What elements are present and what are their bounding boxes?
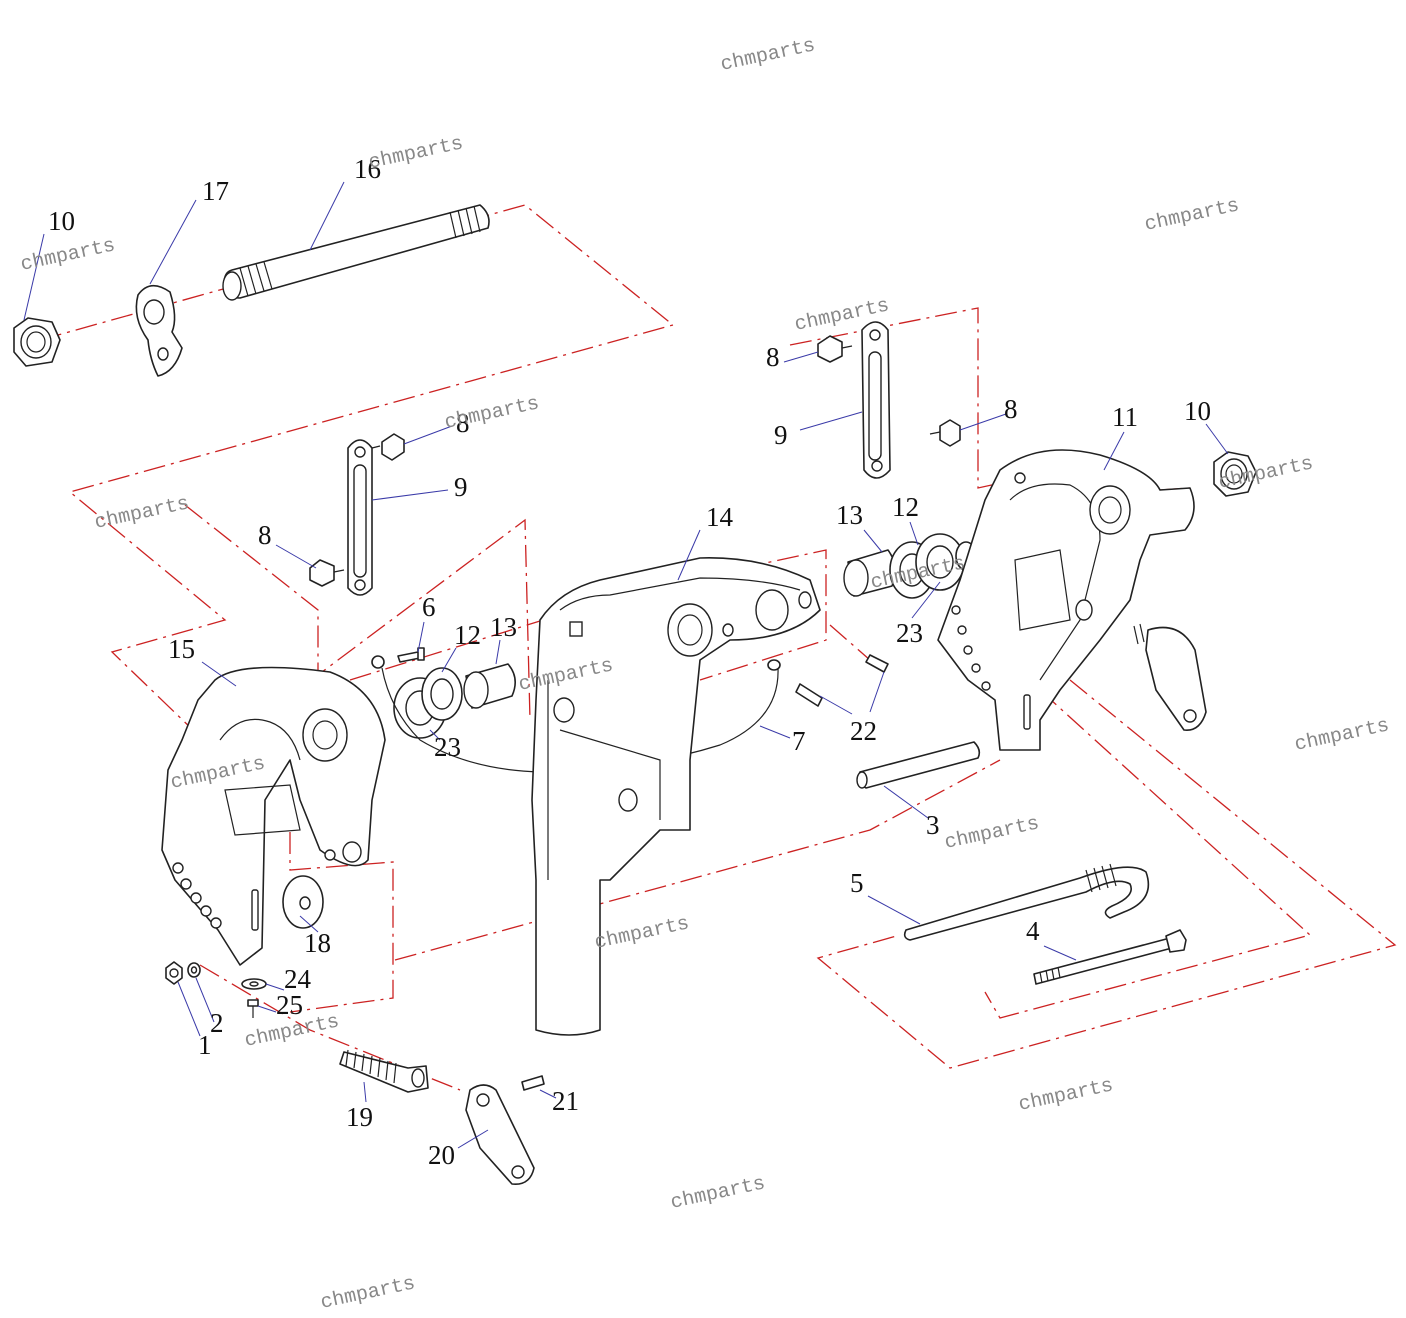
part-13-sleeve-left bbox=[463, 663, 516, 709]
watermark: chmparts bbox=[93, 492, 192, 534]
label-part-12-left: 12 bbox=[454, 620, 481, 650]
watermark: chmparts bbox=[1017, 1074, 1116, 1116]
axis-stern-bolt bbox=[39, 204, 675, 784]
label-part-13-left: 13 bbox=[490, 612, 517, 642]
part-17-tab-washer bbox=[135, 284, 183, 377]
axis-frame-outer bbox=[816, 679, 1397, 1069]
watermark: chmparts bbox=[593, 912, 692, 954]
label-part-18: 18 bbox=[304, 928, 331, 958]
label-part-1: 1 bbox=[198, 1030, 212, 1060]
part-19-spring-bolt bbox=[339, 1049, 429, 1093]
label-part-19: 19 bbox=[346, 1102, 373, 1132]
axis-lower bbox=[289, 832, 394, 1013]
part-4-bolt bbox=[1033, 929, 1187, 985]
watermark: chmparts bbox=[367, 132, 466, 174]
label-part-2: 2 bbox=[210, 1008, 224, 1038]
label-part-8-upper-right: 8 bbox=[766, 342, 780, 372]
label-part-15: 15 bbox=[168, 634, 195, 664]
label-part-5: 5 bbox=[850, 868, 864, 898]
axis-right-lower bbox=[984, 689, 1312, 1019]
label-part-8-upper-left: 8 bbox=[456, 408, 470, 438]
part-2-washer bbox=[187, 962, 201, 978]
part-10-nut-right bbox=[1213, 451, 1257, 497]
label-part-8-mid-right: 8 bbox=[1004, 394, 1018, 424]
label-part-21: 21 bbox=[552, 1086, 579, 1116]
part-8-stud-upper-right bbox=[817, 335, 853, 363]
part-3-tube bbox=[856, 741, 981, 789]
label-part-23-left: 23 bbox=[434, 732, 461, 762]
part-18-washer bbox=[282, 875, 324, 929]
label-part-6: 6 bbox=[422, 592, 436, 622]
watermark: chmparts bbox=[19, 234, 118, 276]
part-20-lever bbox=[465, 1084, 535, 1185]
label-part-20: 20 bbox=[428, 1140, 455, 1170]
part-22-screws bbox=[795, 654, 889, 707]
label-part-22: 22 bbox=[850, 716, 877, 746]
label-part-25: 25 bbox=[276, 990, 303, 1020]
part-11-right-clamp-bracket bbox=[937, 449, 1207, 751]
label-part-7: 7 bbox=[792, 726, 806, 756]
leader-lines bbox=[23, 181, 1229, 1149]
part-16-shaft bbox=[222, 204, 490, 301]
label-part-11: 11 bbox=[1112, 402, 1138, 432]
axis-pins bbox=[829, 624, 871, 661]
watermark: chmparts bbox=[943, 812, 1042, 854]
part-1-nut bbox=[165, 961, 183, 985]
label-part-10-right: 10 bbox=[1184, 396, 1211, 426]
label-part-17: 17 bbox=[202, 176, 229, 206]
label-part-3: 3 bbox=[926, 810, 940, 840]
label-part-10-left: 10 bbox=[48, 206, 75, 236]
label-part-13-right: 13 bbox=[836, 500, 863, 530]
part-21-pin bbox=[521, 1075, 545, 1091]
part-12-washer-left bbox=[421, 667, 463, 721]
part-9-link-right bbox=[861, 321, 891, 479]
part-5-hook-rod bbox=[903, 863, 1150, 941]
label-part-9-left: 9 bbox=[454, 472, 468, 502]
part-24-spacer bbox=[241, 978, 267, 990]
watermark: chmparts bbox=[719, 34, 818, 76]
label-part-23-right: 23 bbox=[896, 618, 923, 648]
part-8-stud-lower-left bbox=[309, 559, 345, 587]
part-8-stud-mid-right bbox=[929, 419, 961, 447]
part-8-stud-upper-left bbox=[371, 433, 405, 461]
watermark: chmparts bbox=[669, 1172, 768, 1214]
label-part-14: 14 bbox=[706, 502, 734, 532]
label-part-12-right: 12 bbox=[892, 492, 919, 522]
label-part-16: 16 bbox=[354, 154, 381, 184]
part-13-sleeve-right bbox=[843, 549, 896, 597]
watermark: chmparts bbox=[443, 392, 542, 434]
label-part-9-right: 9 bbox=[774, 420, 788, 450]
part-14-swivel-bracket bbox=[531, 557, 821, 1036]
part-6-screw bbox=[397, 647, 425, 663]
watermark: chmparts bbox=[1143, 194, 1242, 236]
part-9-link-left bbox=[347, 439, 373, 596]
label-part-4: 4 bbox=[1026, 916, 1040, 946]
part-15-left-clamp-bracket bbox=[161, 666, 386, 966]
part-number-labels: 1 2 3 4 5 6 7 8 8 8 8 9 9 10 10 11 12 12… bbox=[48, 154, 1211, 1170]
part-10-nut-left bbox=[13, 317, 61, 367]
watermark: chmparts bbox=[319, 1272, 418, 1314]
watermark: chmparts bbox=[1293, 714, 1392, 756]
part-25-screw bbox=[247, 999, 259, 1018]
label-part-24: 24 bbox=[284, 964, 312, 994]
label-part-8-lower-left: 8 bbox=[258, 520, 272, 550]
